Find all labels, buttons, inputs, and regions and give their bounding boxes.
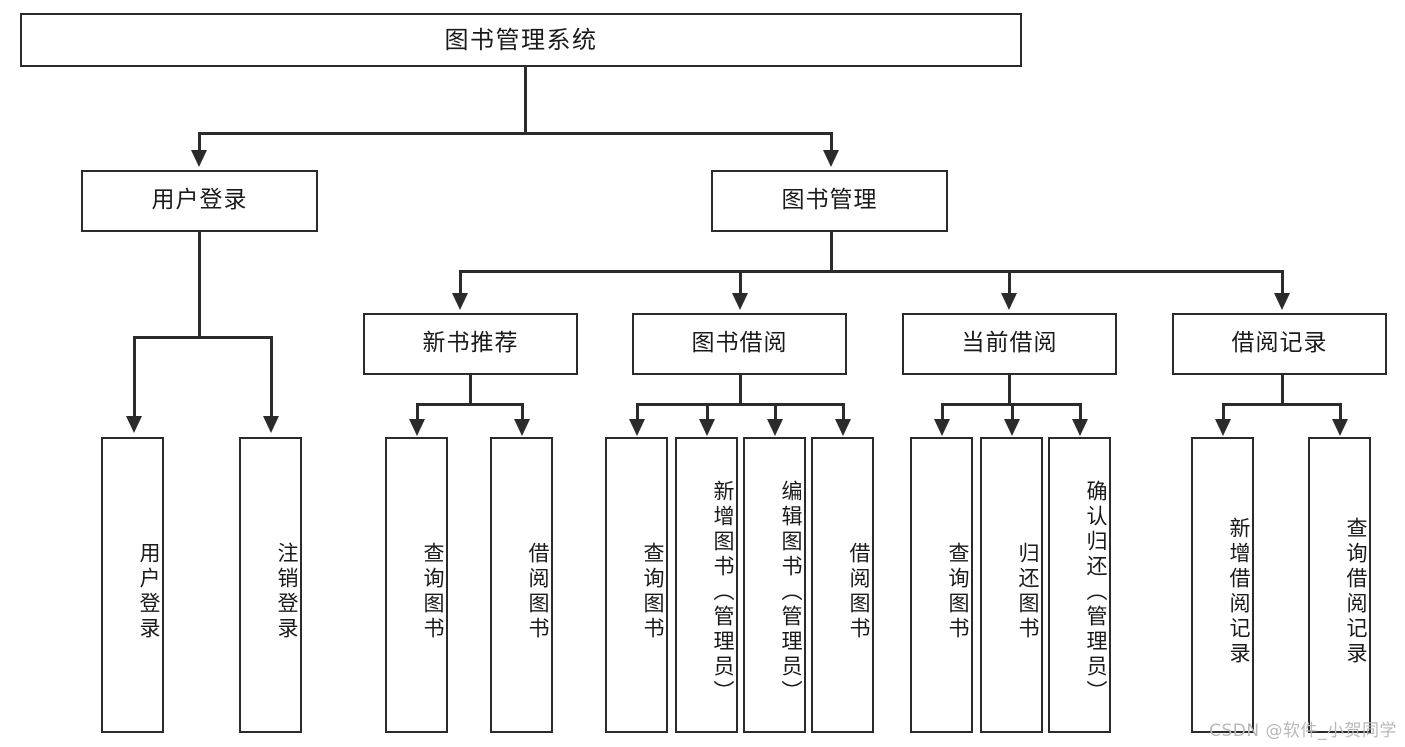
connector-book-borrow-to-leaf-1: [706, 403, 709, 421]
node-current-borrow[interactable]: 当前借阅: [902, 313, 1117, 375]
connector-user-login-stem: [198, 232, 201, 338]
node-borrow-record[interactable]: 借阅记录: [1172, 313, 1387, 375]
leaf-new-book-0-label: 查询图书: [421, 542, 445, 642]
arrow-to-new-book: [452, 293, 468, 310]
connector-book-borrow-stem: [739, 375, 742, 405]
arrow-book-borrow-to-leaf-3: [835, 419, 851, 436]
leaf-book-borrow-2-label: 编辑图书（管理员）: [779, 479, 803, 705]
node-new-book-recommend[interactable]: 新书推荐: [363, 313, 578, 375]
arrow-to-borrow-record: [1274, 293, 1290, 310]
leaf-new-book-1[interactable]: 借阅图书: [490, 437, 553, 733]
arrow-borrow-record-to-leaf-0: [1215, 419, 1231, 436]
leaf-current-borrow-2[interactable]: 确认归还（管理员）: [1048, 437, 1111, 733]
leaf-user-login-1-label: 注销登录: [275, 542, 299, 642]
node-current-borrow-label: 当前借阅: [961, 330, 1058, 357]
connector-to-book-borrow: [739, 270, 742, 295]
arrow-new-book-to-leaf-0: [409, 419, 425, 436]
connector-new-book-to-leaf-1: [521, 403, 524, 421]
arrow-current-borrow-to-leaf-1: [1004, 419, 1020, 436]
arrow-to-current-borrow: [1001, 293, 1017, 310]
leaf-book-borrow-0-label: 查询图书: [641, 542, 665, 642]
connector-borrow-record-bus: [1222, 403, 1341, 406]
leaf-book-borrow-1[interactable]: 新增图书（管理员）: [675, 437, 738, 733]
leaf-current-borrow-1[interactable]: 归还图书: [980, 437, 1043, 733]
node-borrow-record-label: 借阅记录: [1231, 330, 1328, 357]
connector-book-borrow-bus: [636, 403, 844, 406]
connector-to-new-book: [459, 270, 462, 295]
node-book-manage[interactable]: 图书管理: [711, 170, 948, 232]
leaf-borrow-record-1-label: 查询借阅记录: [1344, 517, 1368, 667]
node-book-manage-label: 图书管理: [781, 187, 878, 214]
connector-borrow-record-to-leaf-1: [1339, 403, 1342, 421]
node-user-login-label: 用户登录: [151, 187, 248, 214]
arrow-book-borrow-to-leaf-2: [767, 419, 783, 436]
leaf-borrow-record-0-label: 新增借阅记录: [1227, 517, 1251, 667]
arrow-user-login-to-leaf-1: [263, 416, 279, 433]
leaf-borrow-record-0[interactable]: 新增借阅记录: [1191, 437, 1254, 733]
connector-book-borrow-to-leaf-3: [842, 403, 845, 421]
node-book-borrow-label: 图书借阅: [691, 330, 788, 357]
arrow-current-borrow-to-leaf-2: [1072, 419, 1088, 436]
connector-user-login-bus: [133, 336, 272, 339]
connector-current-borrow-to-leaf-2: [1079, 403, 1082, 421]
connector-root-stem: [524, 67, 527, 134]
leaf-borrow-record-1[interactable]: 查询借阅记录: [1308, 437, 1371, 733]
connector-current-borrow-stem: [1008, 375, 1011, 405]
arrow-root-to-book-manage: [823, 150, 839, 167]
leaf-user-login-0[interactable]: 用户登录: [101, 437, 164, 733]
leaf-book-borrow-0[interactable]: 查询图书: [605, 437, 668, 733]
leaf-current-borrow-0[interactable]: 查询图书: [910, 437, 973, 733]
arrow-current-borrow-to-leaf-0: [934, 419, 950, 436]
arrow-book-borrow-to-leaf-0: [629, 419, 645, 436]
node-new-book-recommend-label: 新书推荐: [422, 330, 519, 357]
leaf-book-borrow-1-label: 新增图书（管理员）: [711, 479, 735, 705]
leaf-new-book-1-label: 借阅图书: [526, 542, 550, 642]
connector-current-borrow-to-leaf-1: [1011, 403, 1014, 421]
leaf-book-borrow-3-label: 借阅图书: [847, 542, 871, 642]
arrow-new-book-to-leaf-1: [514, 419, 530, 436]
arrow-root-to-user-login: [191, 150, 207, 167]
arrow-to-book-borrow: [732, 293, 748, 310]
leaf-user-login-1[interactable]: 注销登录: [239, 437, 302, 733]
leaf-current-borrow-2-label: 确认归还（管理员）: [1084, 479, 1108, 705]
arrow-user-login-to-leaf-0: [126, 416, 142, 433]
connector-root-to-book-manage: [830, 132, 833, 152]
leaf-user-login-0-label: 用户登录: [137, 542, 161, 642]
connector-borrow-record-to-leaf-0: [1222, 403, 1225, 421]
connector-user-login-to-leaf-0: [133, 336, 136, 418]
connector-user-login-to-leaf-1: [270, 336, 273, 418]
connector-new-book-stem: [469, 375, 472, 405]
connector-book-manage-stem: [830, 232, 833, 272]
leaf-current-borrow-1-label: 归还图书: [1016, 542, 1040, 642]
node-book-borrow[interactable]: 图书借阅: [632, 313, 847, 375]
leaf-book-borrow-3[interactable]: 借阅图书: [811, 437, 874, 733]
connector-book-borrow-to-leaf-2: [774, 403, 777, 421]
connector-book-borrow-to-leaf-0: [636, 403, 639, 421]
node-root-label: 图书管理系统: [444, 25, 598, 54]
connector-new-book-bus: [416, 403, 524, 406]
node-user-login[interactable]: 用户登录: [81, 170, 318, 232]
connector-to-borrow-record: [1281, 270, 1284, 295]
arrow-borrow-record-to-leaf-1: [1332, 419, 1348, 436]
node-root-library-system[interactable]: 图书管理系统: [20, 13, 1022, 67]
leaf-current-borrow-0-label: 查询图书: [946, 542, 970, 642]
connector-current-borrow-to-leaf-0: [941, 403, 944, 421]
leaf-new-book-0[interactable]: 查询图书: [385, 437, 448, 733]
connector-to-current-borrow: [1008, 270, 1011, 295]
connector-new-book-to-leaf-0: [416, 403, 419, 421]
connector-root-bus: [198, 132, 832, 135]
arrow-book-borrow-to-leaf-1: [699, 419, 715, 436]
connector-borrow-record-stem: [1281, 375, 1284, 405]
connector-root-to-user-login: [198, 132, 201, 152]
leaf-book-borrow-2[interactable]: 编辑图书（管理员）: [743, 437, 806, 733]
connector-level3-bus: [459, 270, 1283, 273]
